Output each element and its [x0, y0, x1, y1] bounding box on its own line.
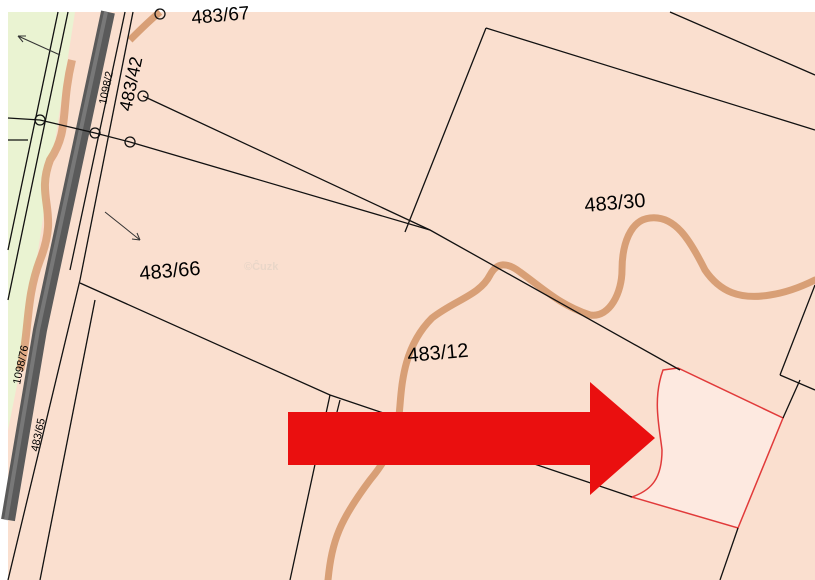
parcel-label-483-30: 483/30 — [584, 190, 647, 217]
vertex-marker-icon — [34, 114, 46, 126]
contour-line-top — [127, 9, 163, 43]
highlighted-parcel[interactable] — [629, 367, 784, 529]
direction-arrow-icon — [17, 35, 141, 241]
parcel-boundaries — [7, 11, 815, 580]
vertex-marker-icon — [154, 8, 166, 20]
vertex-marker-icon — [89, 127, 101, 139]
road-edge — [4, 11, 108, 521]
parcel-label-483-66: 483/66 — [139, 258, 202, 285]
contour-line-left — [16, 59, 76, 371]
pointer-arrow-icon — [288, 382, 655, 495]
vertex-marker-icon — [137, 90, 149, 102]
parcel-label-483-67: 483/67 — [191, 3, 251, 29]
watermark: ©Ĉuzk — [244, 260, 279, 273]
parcel-label-483-12: 483/12 — [407, 340, 470, 367]
vertex-markers — [34, 8, 166, 148]
vertex-marker-icon — [124, 136, 136, 148]
